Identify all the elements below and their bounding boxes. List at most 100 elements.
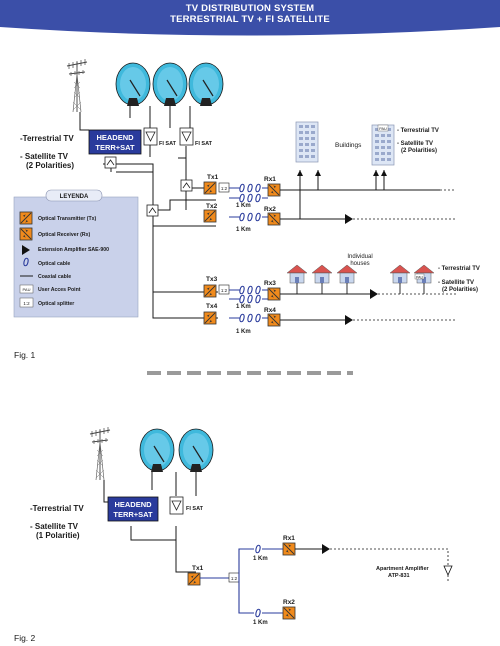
headend-line-1: HEADEND: [96, 133, 134, 142]
terrestrial-antenna-icon: [66, 58, 88, 113]
optical-link-row-1: 1:2: [203, 181, 456, 203]
fig1-label: Fig. 1: [14, 350, 36, 360]
optical-transmitter-icon: [19, 211, 33, 225]
optical-receiver-icon: [19, 227, 33, 241]
svg-text:PAU: PAU: [416, 275, 424, 279]
svg-text:1:2: 1:2: [221, 288, 228, 293]
house-terrestrial-label: - Terrestrial TV: [438, 266, 480, 272]
combiner-icon: [180, 179, 193, 192]
combiner-icon: [146, 204, 159, 217]
legend-title: LEYENDA: [60, 194, 89, 200]
house-icon: [311, 264, 333, 284]
house-icon: [336, 264, 358, 284]
legend-item-label: Optical Transmitter (Tx): [38, 216, 96, 222]
headend-box: [107, 496, 159, 522]
rx-label: Rx3: [264, 280, 276, 287]
legend: LEYENDA Optical Transmitter (Tx) Optical…: [13, 189, 139, 318]
legend-item-label: User Acces Point: [38, 287, 81, 293]
user-access-point-icon: [377, 124, 389, 132]
terrestrial-source-label: -Terrestrial TV: [30, 504, 84, 513]
rx-label: Rx2: [283, 599, 295, 606]
distance-label: 1 Km: [253, 556, 268, 562]
distance-label: 1 Km: [236, 227, 251, 233]
apartment-amplifier-model: ATP-831: [388, 573, 410, 579]
headend-line-2: TERR+SAT: [113, 510, 153, 519]
legend-item-label: Optical splitter: [38, 301, 74, 307]
user-access-point-icon: [414, 273, 425, 280]
satellite-dish-icon: [188, 62, 224, 107]
user-access-point-icon: [19, 284, 34, 294]
satellite-polarities-label: (2 Polarities): [26, 161, 74, 170]
headend-line-2: TERR+SAT: [95, 143, 135, 152]
fig2-label: Fig. 2: [14, 633, 36, 643]
building-terrestrial-label: - Terrestrial TV: [397, 128, 439, 134]
fi-sat-label-a: FI SAT: [159, 141, 177, 147]
svg-text:PAU: PAU: [379, 127, 387, 131]
terrestrial-antenna-icon: [89, 426, 111, 481]
title-line-1: TV DISTRIBUTION SYSTEM: [185, 3, 315, 14]
optical-link-row-3: 1:2: [203, 284, 456, 304]
fi-sat-amplifier: [169, 496, 184, 515]
buildings-label: Buildings: [335, 142, 362, 149]
svg-text:1:2: 1:2: [221, 186, 228, 191]
svg-text:1:2: 1:2: [23, 301, 30, 306]
distance-label: 1 Km: [253, 620, 268, 626]
house-polarities-label: (2 Polarities): [442, 287, 478, 293]
rx-label: Rx1: [283, 535, 295, 542]
satellite-dish-icon: [178, 428, 214, 473]
building-drops: [299, 170, 385, 219]
satellite-polarities-label: (1 Polaritie): [36, 531, 80, 540]
combiner-icon: [104, 156, 117, 169]
header-shape: [0, 0, 500, 36]
optical-splitter-icon: [19, 297, 34, 308]
page-title: TV DISTRIBUTION SYSTEM TERRESTRIAL TV + …: [0, 3, 500, 25]
tx-label: Tx4: [206, 303, 218, 310]
tx-label: Tx1: [192, 565, 204, 572]
tx-label: Tx3: [206, 276, 218, 283]
rx-label: Rx2: [264, 206, 276, 213]
section-divider: [147, 371, 353, 375]
legend-item-label: Optical Receiver (Rx): [38, 232, 90, 238]
satellite-source-label: - Satellite TV: [20, 152, 69, 161]
house-satellite-label: - Satellite TV: [438, 280, 474, 286]
optical-link-row-4: [203, 311, 456, 327]
houses-label-2: houses: [350, 261, 369, 267]
distance-label: 1 Km: [236, 304, 251, 310]
fi-sat-amplifier: [143, 127, 158, 146]
distance-label: 1 Km: [236, 329, 251, 335]
house-drops: [296, 283, 425, 294]
terrestrial-source-label: -Terrestrial TV: [20, 134, 74, 143]
fig2-optical-link: 1:2: [187, 542, 453, 620]
distance-label: 1 Km: [236, 203, 251, 209]
headend-box: [88, 129, 142, 155]
rx-label: Rx1: [264, 176, 276, 183]
satellite-dish-icon: [115, 62, 151, 107]
satellite-dish-icon: [139, 428, 175, 473]
fi-sat-amplifier: [179, 127, 194, 146]
tx-label: Tx1: [207, 174, 219, 181]
house-icon: [389, 264, 411, 284]
satellite-source-label: - Satellite TV: [30, 522, 79, 531]
title-line-2: TERRESTRIAL TV + FI SATELLITE: [170, 14, 330, 25]
header-banner: TV DISTRIBUTION SYSTEM TERRESTRIAL TV + …: [0, 0, 500, 40]
building-icon: [295, 121, 319, 163]
legend-item-label: Optical cable: [38, 261, 70, 267]
house-icon: [286, 264, 308, 284]
satellite-dish-icon: [152, 62, 188, 107]
svg-text:PAU: PAU: [23, 287, 31, 292]
headend-line-1: HEADEND: [114, 500, 152, 509]
legend-item-label: Coaxial cable: [38, 274, 71, 280]
building-satellite-label: - Satellite TV: [397, 141, 433, 147]
houses-label-1: Individual: [347, 254, 372, 260]
rx-label: Rx4: [264, 307, 276, 314]
tx-label: Tx2: [206, 203, 218, 210]
optical-link-row-2: [203, 209, 456, 226]
amplifier-icon: [297, 170, 387, 176]
svg-text:1:2: 1:2: [231, 576, 238, 581]
coaxial-wiring-fig2: [103, 472, 197, 573]
fi-sat-label-b: FI SAT: [195, 141, 213, 147]
building-polarities-label: (2 Polarities): [401, 148, 437, 154]
legend-item-label: Extension Amplifier SAE-900: [38, 247, 109, 253]
apartment-amplifier-label: Apartment Amplifier: [376, 566, 430, 572]
